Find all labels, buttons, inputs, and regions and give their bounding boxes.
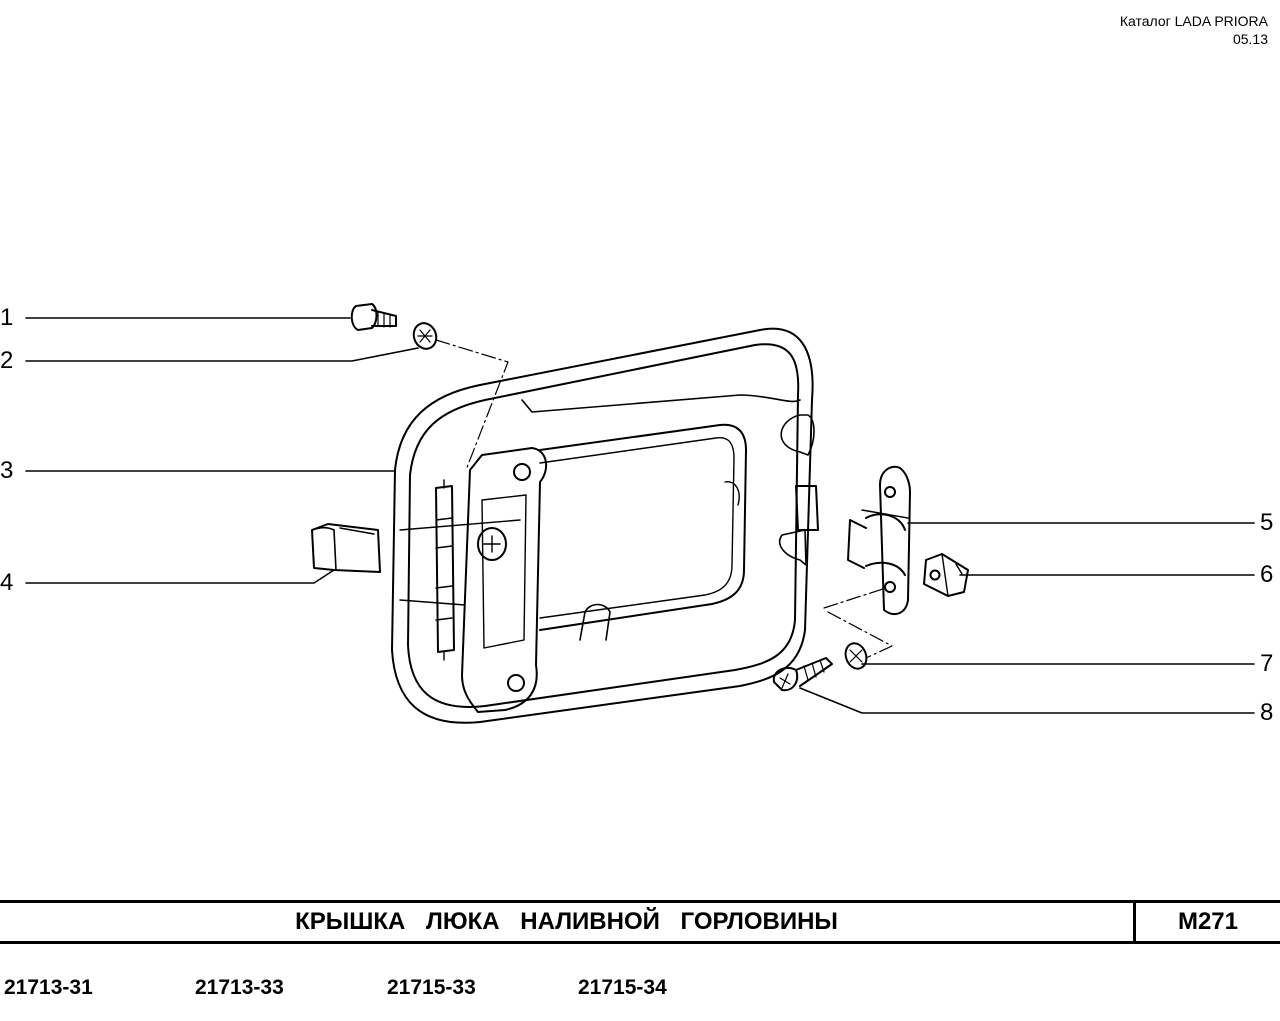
callout-1: 1 — [0, 304, 14, 331]
leader-2 — [25, 347, 419, 362]
leader-4 — [25, 569, 335, 584]
callout-7: 7 — [1260, 650, 1274, 677]
callout-5: 5 — [1260, 509, 1274, 536]
leader-8 — [799, 687, 1255, 714]
fuel-filler-door-diagram — [25, 303, 1255, 724]
model-code: 21715-33 — [387, 976, 476, 999]
catalog-date: 05.13 — [1232, 31, 1268, 47]
catalog-name: Каталог LADA PRIORA — [1119, 13, 1268, 29]
callout-6: 6 — [1260, 561, 1274, 588]
title-bar: КРЫШКА ЛЮКА НАЛИВНОЙ ГОРЛОВИНЫ M271 — [0, 900, 1280, 944]
callout-8: 8 — [1260, 699, 1274, 726]
part-6-clip-nut — [923, 553, 969, 597]
part-2-washer — [412, 322, 438, 350]
model-code: 21713-31 — [4, 976, 93, 999]
model-code: 21713-33 — [195, 976, 284, 999]
leader-lines — [25, 317, 1255, 714]
page-code: M271 — [1177, 908, 1239, 935]
callout-2: 2 — [0, 347, 14, 374]
page-title: КРЫШКА ЛЮКА НАЛИВНОЙ ГОРЛОВИНЫ — [295, 908, 838, 935]
part-5-striker — [847, 465, 911, 616]
callout-4: 4 — [0, 569, 14, 596]
part-3-door — [391, 327, 819, 724]
title-divider — [1133, 903, 1136, 941]
part-4-clip — [311, 523, 381, 573]
part-1-bolt — [350, 303, 397, 331]
callout-3: 3 — [0, 457, 14, 484]
part-7-washer — [844, 642, 868, 670]
hinge-bracket — [435, 447, 548, 713]
model-list: 21713-31 21713-33 21715-33 21715-34 — [0, 976, 1280, 1004]
catalog-header: Каталог LADA PRIORA 05.13 — [1120, 12, 1268, 48]
model-code: 21715-34 — [578, 976, 667, 999]
part-8-screw — [772, 657, 833, 692]
assembly-axes — [435, 339, 893, 659]
